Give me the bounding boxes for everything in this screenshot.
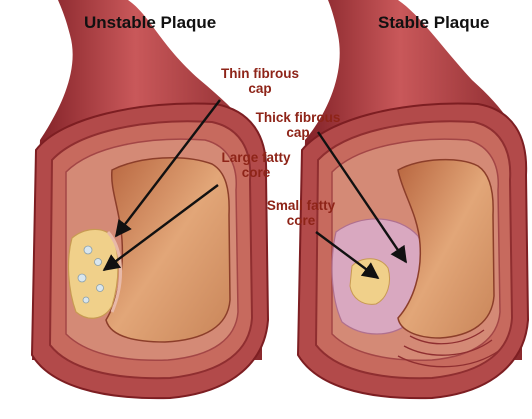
label-thin-fibrous-cap: Thin fibrous cap [205, 66, 315, 96]
label-small-fatty-core-line1: Small fatty [246, 198, 356, 213]
label-large-fatty-core-line2: core [206, 165, 306, 180]
label-large-fatty-core: Large fatty core [206, 150, 306, 180]
unstable-artery [32, 0, 268, 398]
unstable-lumen [106, 158, 230, 342]
label-thick-fibrous-cap: Thick fibrous cap [236, 110, 360, 140]
label-small-fatty-core-line2: core [246, 213, 356, 228]
unstable-fatty-core [69, 229, 118, 318]
stable-fatty-core [350, 259, 390, 305]
label-thick-fibrous-cap-line2: cap [236, 125, 360, 140]
label-small-fatty-core: Small fatty core [246, 198, 356, 228]
label-thick-fibrous-cap-line1: Thick fibrous [236, 110, 360, 125]
label-thin-fibrous-cap-line2: cap [205, 81, 315, 96]
title-stable-plaque: Stable Plaque [378, 13, 489, 33]
label-thin-fibrous-cap-line1: Thin fibrous [205, 66, 315, 81]
label-large-fatty-core-line1: Large fatty [206, 150, 306, 165]
title-unstable-plaque: Unstable Plaque [84, 13, 216, 33]
